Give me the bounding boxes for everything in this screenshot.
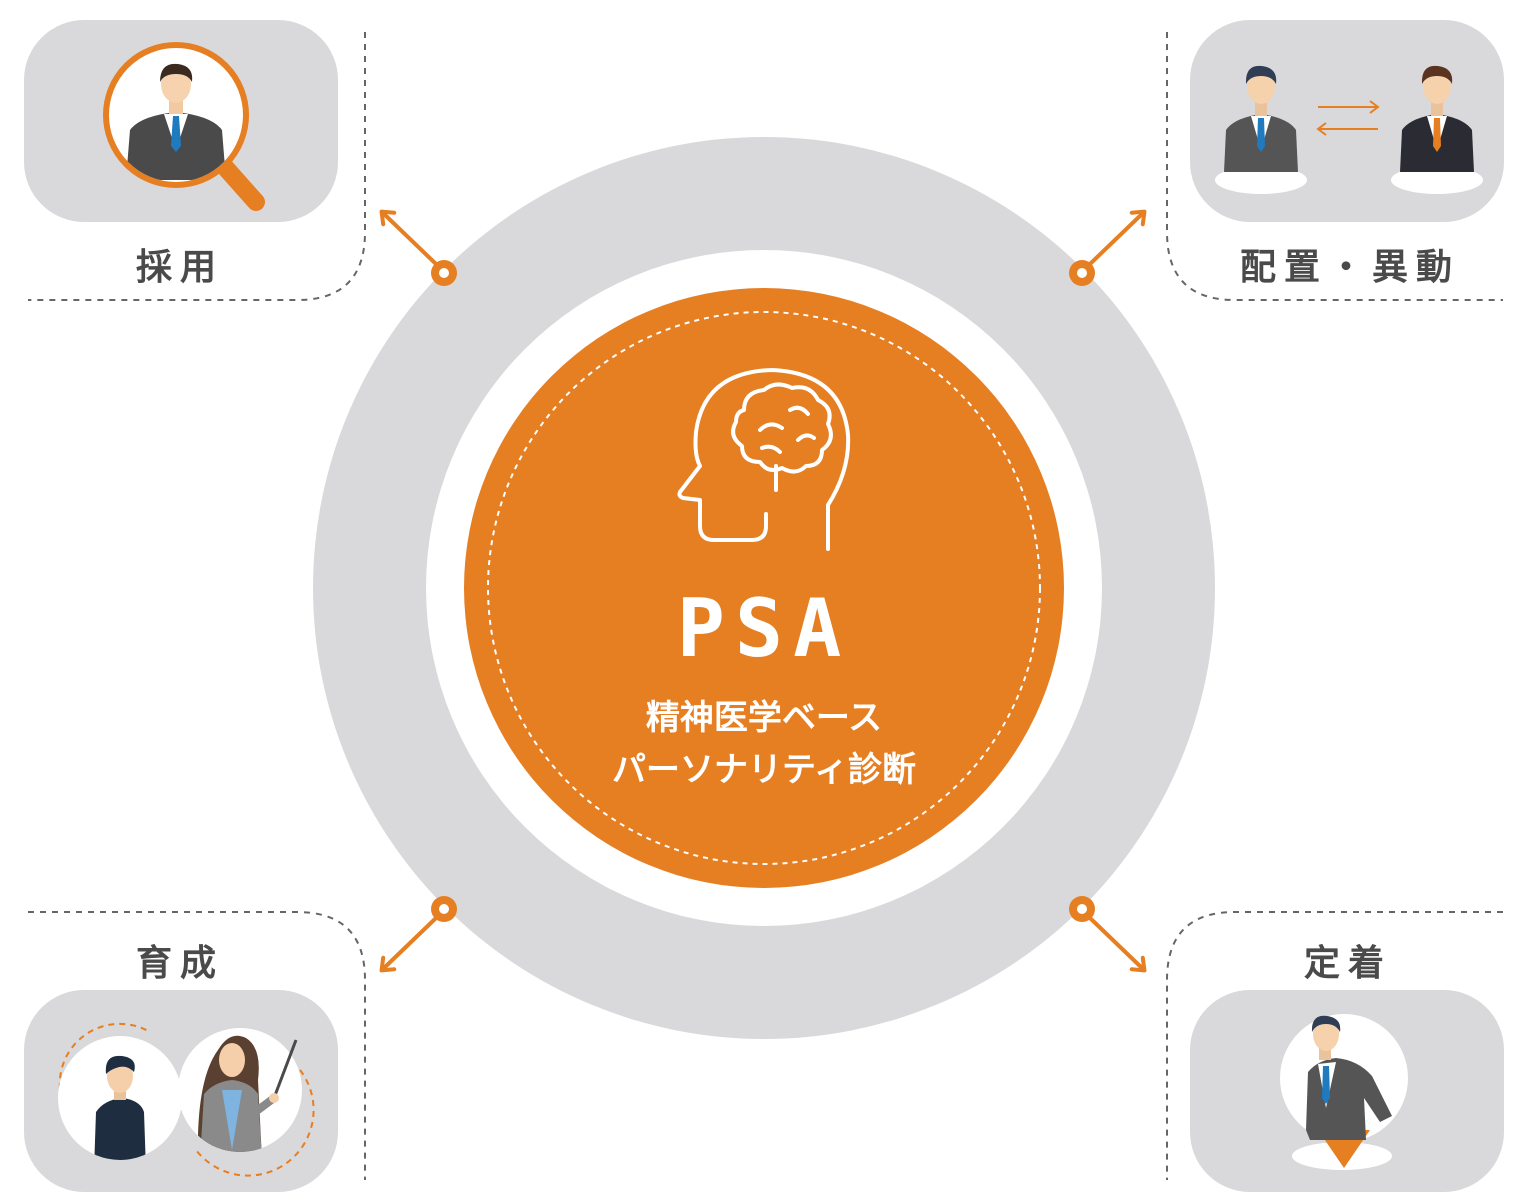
brain-head-icon xyxy=(677,368,851,551)
connector-bottom-left xyxy=(379,896,457,973)
magnifier-person-icon xyxy=(103,42,265,211)
connector-bottom-right xyxy=(1069,896,1147,973)
center-title: PSA xyxy=(676,582,852,675)
center-disc xyxy=(464,288,1064,888)
center-dashed-ring xyxy=(487,311,1041,865)
label-development: 育成 xyxy=(135,943,224,984)
label-recruitment: 採用 xyxy=(135,247,224,288)
person-on-pin-icon xyxy=(1280,1014,1408,1170)
label-placement-transfer: 配置・異動 xyxy=(1239,247,1460,288)
center-subtitle-line1: 精神医学ベース xyxy=(645,698,883,738)
person-swap-icon xyxy=(1215,65,1483,194)
mentor-trainee-icon xyxy=(58,1022,315,1177)
label-retention: 定着 xyxy=(1303,943,1392,984)
connector-top-right xyxy=(1069,209,1147,286)
center-subtitle-line2: パーソナリティ診断 xyxy=(612,750,916,790)
connector-top-left xyxy=(379,209,457,286)
dashed-frames xyxy=(28,32,1503,1180)
